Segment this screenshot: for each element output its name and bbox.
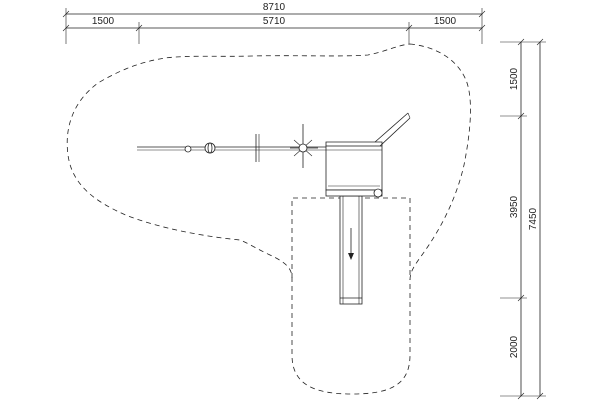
slide-direction-arrow-icon: [348, 253, 354, 260]
dimension-top-right: 1500: [434, 16, 457, 27]
dimension-right-top: 1500: [509, 67, 520, 90]
slide: [339, 195, 363, 305]
dimension-right-middle: 3950: [509, 195, 520, 218]
dimension-right-bottom: 2000: [509, 335, 520, 358]
tower-platform: [325, 141, 383, 198]
safety-zone-outline: [66, 43, 471, 395]
top-dimension-chain: 8710 1500 5710 1500: [62, 2, 486, 44]
right-dimension-chain: 1500 3950 2000 7450: [500, 38, 546, 400]
dimension-top-middle: 5710: [263, 16, 286, 27]
beam-arm: [137, 124, 326, 168]
diagonal-rail: [374, 112, 411, 147]
dimension-top-total: 8710: [263, 2, 286, 13]
dimension-top-left: 1500: [92, 16, 115, 27]
dimension-right-total: 7450: [528, 207, 539, 230]
